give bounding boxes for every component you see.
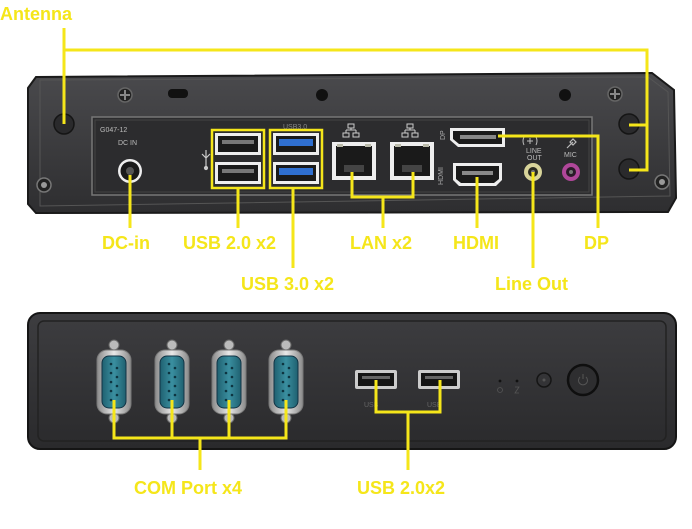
leader-line-dp: [498, 134, 600, 228]
usb30-port: [273, 133, 319, 155]
screw-icon: [36, 177, 52, 193]
front-usb-text-2: USB: [427, 402, 442, 409]
model-text: G047-12: [100, 127, 127, 134]
power-button[interactable]: [566, 363, 600, 397]
usb3-text: USB3.0: [283, 124, 307, 131]
front-chassis: USB USB: [27, 312, 677, 450]
label-hdmi: HDMI: [453, 233, 499, 253]
dc-in-text: DC IN: [118, 140, 137, 147]
leader-line-antenna-right: [64, 48, 649, 172]
screw-icon: [607, 86, 623, 102]
com-port: [96, 339, 132, 424]
dc-in-jack: [118, 159, 142, 183]
kensington-lock-slot: [168, 89, 188, 98]
mic-text: MIC: [564, 152, 577, 159]
dp-text: DP: [440, 130, 447, 140]
power-led: [498, 379, 502, 383]
displayport: [450, 128, 505, 147]
usb30-port: [273, 162, 319, 184]
label-usb20-x2: USB 2.0 x2: [183, 233, 276, 253]
label-antenna: Antenna: [0, 4, 73, 24]
network-icon: [342, 123, 360, 138]
line-text: LINE: [526, 148, 542, 155]
microphone-icon: [566, 138, 577, 149]
front-labels: COM Port x4 USB 2.0x2: [134, 478, 445, 498]
label-lan-x2: LAN x2: [350, 233, 412, 253]
power-led-icon: [497, 387, 503, 393]
mounting-hole: [316, 89, 328, 101]
screw-icon: [654, 174, 670, 190]
label-dc-in: DC-in: [102, 233, 150, 253]
label-dp: DP: [584, 233, 609, 253]
hdmi-port: [453, 163, 502, 186]
front-usb-text-1: USB: [364, 402, 379, 409]
label-line-out: Line Out: [495, 274, 568, 294]
screw-icon: [117, 87, 133, 103]
rear-labels: Antenna DC-in USB 2.0 x2 USB 3.0 x2 LAN …: [0, 4, 609, 294]
lan-port: [390, 142, 434, 180]
mounting-hole: [559, 89, 571, 101]
leader-line-front-usb: [374, 380, 442, 470]
usb20-port: [215, 162, 261, 184]
front-usb20-port: [355, 370, 397, 389]
label-com-port-x4: COM Port x4: [134, 478, 242, 498]
hdd-led-icon: [514, 386, 520, 394]
usb30-highlight-box: [268, 128, 324, 190]
leader-line-com-ports: [112, 400, 288, 470]
rear-chassis: G047-12 DC IN USB3.0: [27, 71, 678, 215]
out-text: OUT: [527, 155, 543, 162]
label-usb30-x2: USB 3.0 x2: [241, 274, 334, 294]
reset-button[interactable]: [536, 372, 552, 388]
rear-annotations: [62, 28, 649, 268]
leader-line-lan: [350, 172, 415, 228]
usb20-port: [215, 133, 261, 155]
com-port: [268, 339, 304, 424]
front-annotations: [112, 380, 442, 470]
front-usb20-port: [418, 370, 460, 389]
speaker-icon: [522, 136, 538, 146]
label-front-usb20-x2: USB 2.0x2: [357, 478, 445, 498]
mic-jack: [562, 163, 580, 181]
hdmi-text: HDMI: [438, 167, 445, 185]
usb-icon: [201, 150, 211, 171]
network-icon: [401, 123, 419, 138]
lan-port: [332, 142, 376, 180]
hdd-led: [515, 379, 519, 383]
power-icon: [578, 374, 588, 386]
